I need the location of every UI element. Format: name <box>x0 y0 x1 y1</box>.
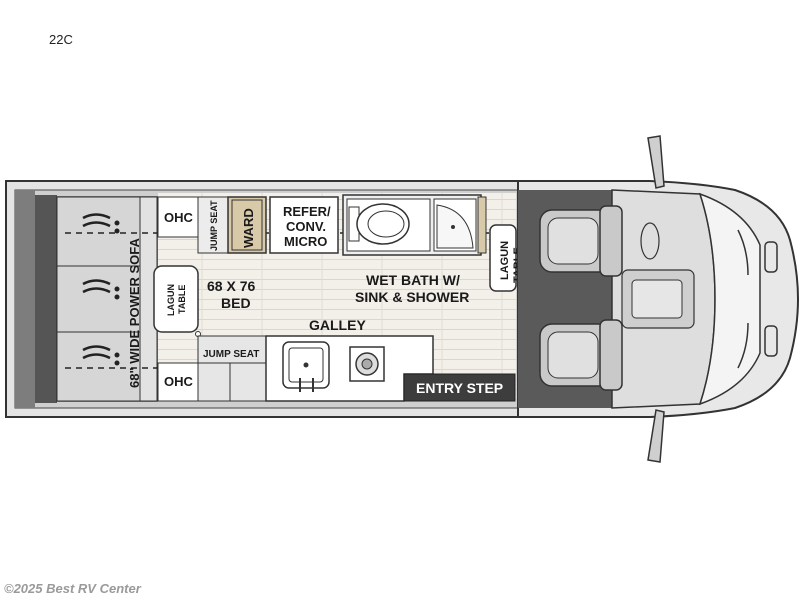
ohc-bottom: OHC <box>157 362 199 402</box>
svg-text:LAGUN: LAGUN <box>166 284 176 316</box>
refrigerator-microwave: REFER/ CONV. MICRO <box>269 196 339 254</box>
jump-seat-top: JUMP SEAT <box>197 196 229 254</box>
svg-text:WET BATH W/: WET BATH W/ <box>366 272 460 288</box>
svg-text:TABLE: TABLE <box>177 285 187 314</box>
entry-step: ENTRY STEP <box>403 373 516 402</box>
svg-text:REFER/: REFER/ <box>283 204 331 219</box>
svg-text:MICRO: MICRO <box>284 234 327 249</box>
svg-text:GALLEY: GALLEY <box>309 317 366 333</box>
svg-text:WARD: WARD <box>241 208 256 248</box>
lagun-table-rear: LAGUN TABLE <box>153 265 201 337</box>
bed-label: 68 X 76 BED <box>207 278 255 311</box>
svg-text:68 X 76: 68 X 76 <box>207 278 255 294</box>
wet-bath: WET BATH W/ SINK & SHOWER <box>342 194 487 305</box>
svg-text:SINK & SHOWER: SINK & SHOWER <box>355 289 469 305</box>
svg-text:BED: BED <box>221 295 251 311</box>
sofa-label: 68" WIDE POWER SOFA <box>127 237 142 388</box>
svg-text:OHC: OHC <box>164 210 194 225</box>
svg-text:JUMP SEAT: JUMP SEAT <box>203 349 259 360</box>
svg-text:JUMP SEAT: JUMP SEAT <box>209 200 219 251</box>
wardrobe: WARD <box>227 196 267 254</box>
ohc-top: OHC <box>157 196 199 238</box>
svg-text:OHC: OHC <box>164 374 194 389</box>
galley: GALLEY JUMP SEAT <box>197 317 434 402</box>
watermark: ©2025 Best RV Center <box>4 581 141 596</box>
svg-text:ENTRY STEP: ENTRY STEP <box>416 380 503 396</box>
svg-text:LAGUN: LAGUN <box>499 241 511 280</box>
cab <box>517 135 800 463</box>
model-label: 22C <box>49 32 73 47</box>
svg-text:CONV.: CONV. <box>286 219 326 234</box>
power-sofa: 68" WIDE POWER SOFA <box>56 196 510 402</box>
